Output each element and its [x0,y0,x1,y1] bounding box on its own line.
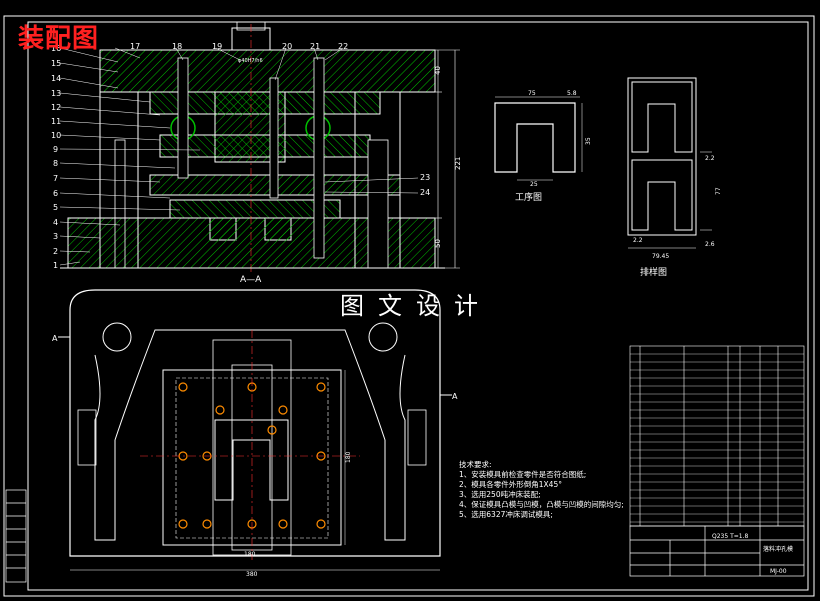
tech-req-item-1: 1、安装模具前检查零件是否符合图纸; [459,470,587,479]
strip-gap-lower: 2.2 [633,237,643,244]
part-label-16: 16 [51,44,61,53]
screw-holes [178,382,326,529]
part-label-22: 22 [338,42,348,51]
part-label-9: 9 [53,145,58,154]
part-label-4: 4 [53,218,58,227]
part-label-13: 13 [51,89,61,98]
strip-pitch-dim: 77 [715,187,722,195]
part-label-2: 2 [53,247,58,256]
part-label-23: 23 [420,173,430,182]
strip-layout: 2.2 77 2.2 2.6 79.45 排样图 [627,77,722,278]
strip-edge-dim: 2.6 [705,241,715,248]
layout-drawing-label: 排样图 [640,266,667,278]
part-label-1: 1 [53,261,58,270]
part-label-15: 15 [51,59,61,68]
part-label-12: 12 [51,103,61,112]
tech-req-item-2: 2、模具各零件外形倒角1X45° [459,480,562,489]
dim-bottom-plate: 50 [434,239,442,248]
tech-req-item-3: 3、选用250吨冲床装配; [459,490,541,499]
screw-left [177,57,189,179]
part-label-10: 10 [51,131,61,140]
process-small-dim: 5.8 [567,90,577,97]
tech-req-item-4: 4、保证模具凸模与凹模，凸模与凹模的间隙均匀; [459,500,624,509]
part-number-labels: 16 15 14 13 12 11 10 9 8 7 6 5 4 3 2 1 1… [51,42,430,270]
part-label-24: 24 [420,188,430,197]
guide-hole-left [102,322,132,352]
part-label-17: 17 [130,42,140,51]
dim-total-height: 221 [454,157,462,170]
section-marker-left: A [52,334,58,343]
part-label-11: 11 [51,117,61,126]
title-block [629,525,805,577]
punch-fit-label: φ40H7/h6 [238,58,263,64]
workpiece-outline [494,102,576,173]
technical-requirements: 技术要求: 1、安装模具前检查零件是否符合图纸; 2、模具各零件外形倒角1X45… [459,460,624,520]
revision-table [5,489,27,583]
inner-border [27,21,809,591]
bill-of-materials [629,345,805,527]
part-label-8: 8 [53,159,58,168]
plan-height-dim: 180 [345,451,352,463]
plan-view: A—A A A [52,275,458,578]
tech-req-item-5: 5、选用6327冲床调试模具; [459,510,553,519]
part-label-21: 21 [310,42,320,51]
section-marker-right: A [452,392,458,401]
part-label-20: 20 [282,42,292,51]
section-view [59,21,460,272]
section-title: A—A [240,275,262,285]
guide-hole-right [368,322,398,352]
watermark-text: 图文设计 [340,292,492,320]
outer-border [3,15,815,597]
screw-right [313,57,325,259]
strip-width-dim: 79.45 [652,253,669,260]
dim-top-plate: 40 [434,66,442,75]
tech-req-heading: 技术要求: [459,460,492,469]
plan-total-width: 380 [246,571,258,578]
strip-gap-upper: 2.2 [705,155,715,162]
part-label-6: 6 [53,189,58,198]
process-height-dim: 35 [585,137,592,145]
part-label-7: 7 [53,174,58,183]
strip-part-lower [631,159,693,231]
part-label-14: 14 [51,74,61,83]
strip-part-upper [631,81,693,153]
drawing-title-stamp: 装配图 [18,24,100,54]
strip-outline [627,77,697,236]
title-material: Q235 T=1.8 [712,533,748,540]
stripper-plate [159,134,371,158]
top-plate [99,49,436,93]
part-label-5: 5 [53,203,58,212]
process-width-dim: 75 [528,90,536,97]
title-name: 落料冲孔模 [763,545,793,553]
bom-rows [630,353,804,523]
lower-die-base-outline [69,289,441,557]
die-cavity [214,419,289,501]
process-drawing-label: 工序图 [515,191,542,203]
process-inner-dim: 25 [530,181,538,188]
part-label-19: 19 [212,42,222,51]
process-drawing: 75 5.8 35 25 工序图 [494,90,592,203]
title-code: MJ-00 [770,568,787,575]
plan-inner-width: 180 [244,551,256,558]
part-label-18: 18 [172,42,182,51]
part-label-3: 3 [53,232,58,241]
